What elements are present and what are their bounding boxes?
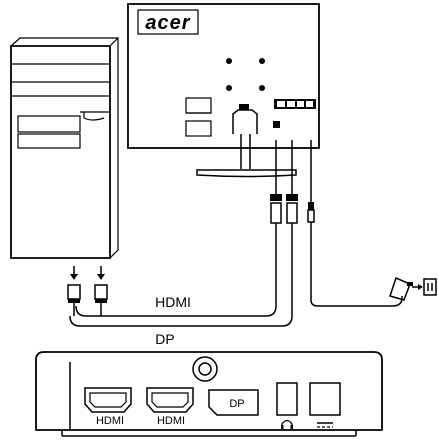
mount-hole xyxy=(226,58,232,64)
pc-connectors xyxy=(67,266,108,316)
port-label-hdmi-2: HDMI xyxy=(157,415,185,427)
hdmi-cable-label: HDMI xyxy=(155,294,191,310)
power-adapter-icon xyxy=(389,276,423,301)
brand-logo: acer xyxy=(145,12,190,34)
pc-tower xyxy=(10,37,119,259)
dc-power-icon xyxy=(317,422,333,428)
port-label-hdmi-1: HDMI xyxy=(96,415,124,427)
headphone-icon xyxy=(281,419,293,429)
mount-hole xyxy=(259,85,265,91)
dp-port xyxy=(208,389,259,416)
mount-hole xyxy=(226,85,232,91)
hdmi-port-1 xyxy=(84,387,132,413)
power-port xyxy=(309,382,341,416)
lock-knob xyxy=(192,356,218,382)
hdmi-port-2 xyxy=(146,387,194,413)
port-panel: HDMI HDMI DP xyxy=(35,351,383,437)
wall-outlet-icon xyxy=(423,278,437,296)
stand-base xyxy=(196,169,297,178)
port-label-dp: DP xyxy=(229,398,244,410)
monitor-port-strip xyxy=(273,99,316,128)
stand-bracket xyxy=(232,109,258,134)
audio-port xyxy=(276,382,298,416)
monitor: acer xyxy=(127,3,320,178)
cable-from-monitor xyxy=(69,140,403,327)
mount-hole xyxy=(259,58,265,64)
dp-cable-label: DP xyxy=(155,331,174,347)
